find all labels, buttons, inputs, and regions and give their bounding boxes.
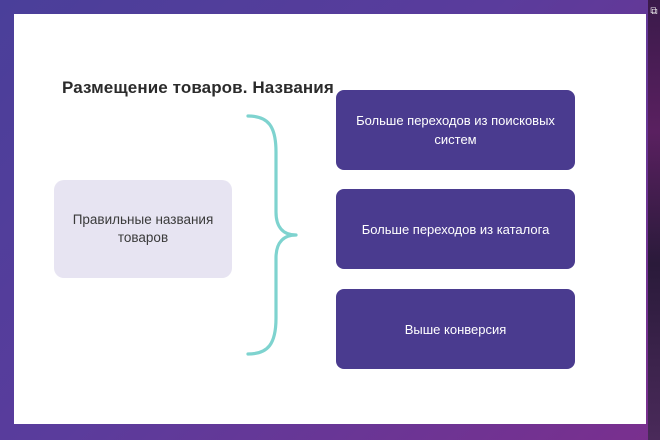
result-box-label: Выше конверсия: [404, 321, 507, 337]
brace-path: [246, 114, 298, 356]
source-box: Правильные названия товаров: [54, 180, 232, 278]
slide-title: Размещение товаров. Названия: [62, 78, 334, 97]
curly-brace-connector: [246, 114, 298, 356]
result-box-label: Больше переходов из поисковых систем: [356, 113, 555, 147]
slide: Размещение товаров. Названия Правильные …: [14, 14, 646, 424]
result-box-conversion: Выше конверсия: [336, 289, 575, 369]
result-box-label: Больше переходов из каталога: [361, 221, 550, 237]
result-box-catalog-traffic: Больше переходов из каталога: [336, 189, 575, 269]
source-box-label: Правильные названия товаров: [72, 212, 214, 245]
copy-icon[interactable]: ⧉: [650, 6, 658, 17]
result-box-search-traffic: Больше переходов из поисковых систем: [336, 90, 575, 170]
window-edge: [648, 0, 660, 440]
